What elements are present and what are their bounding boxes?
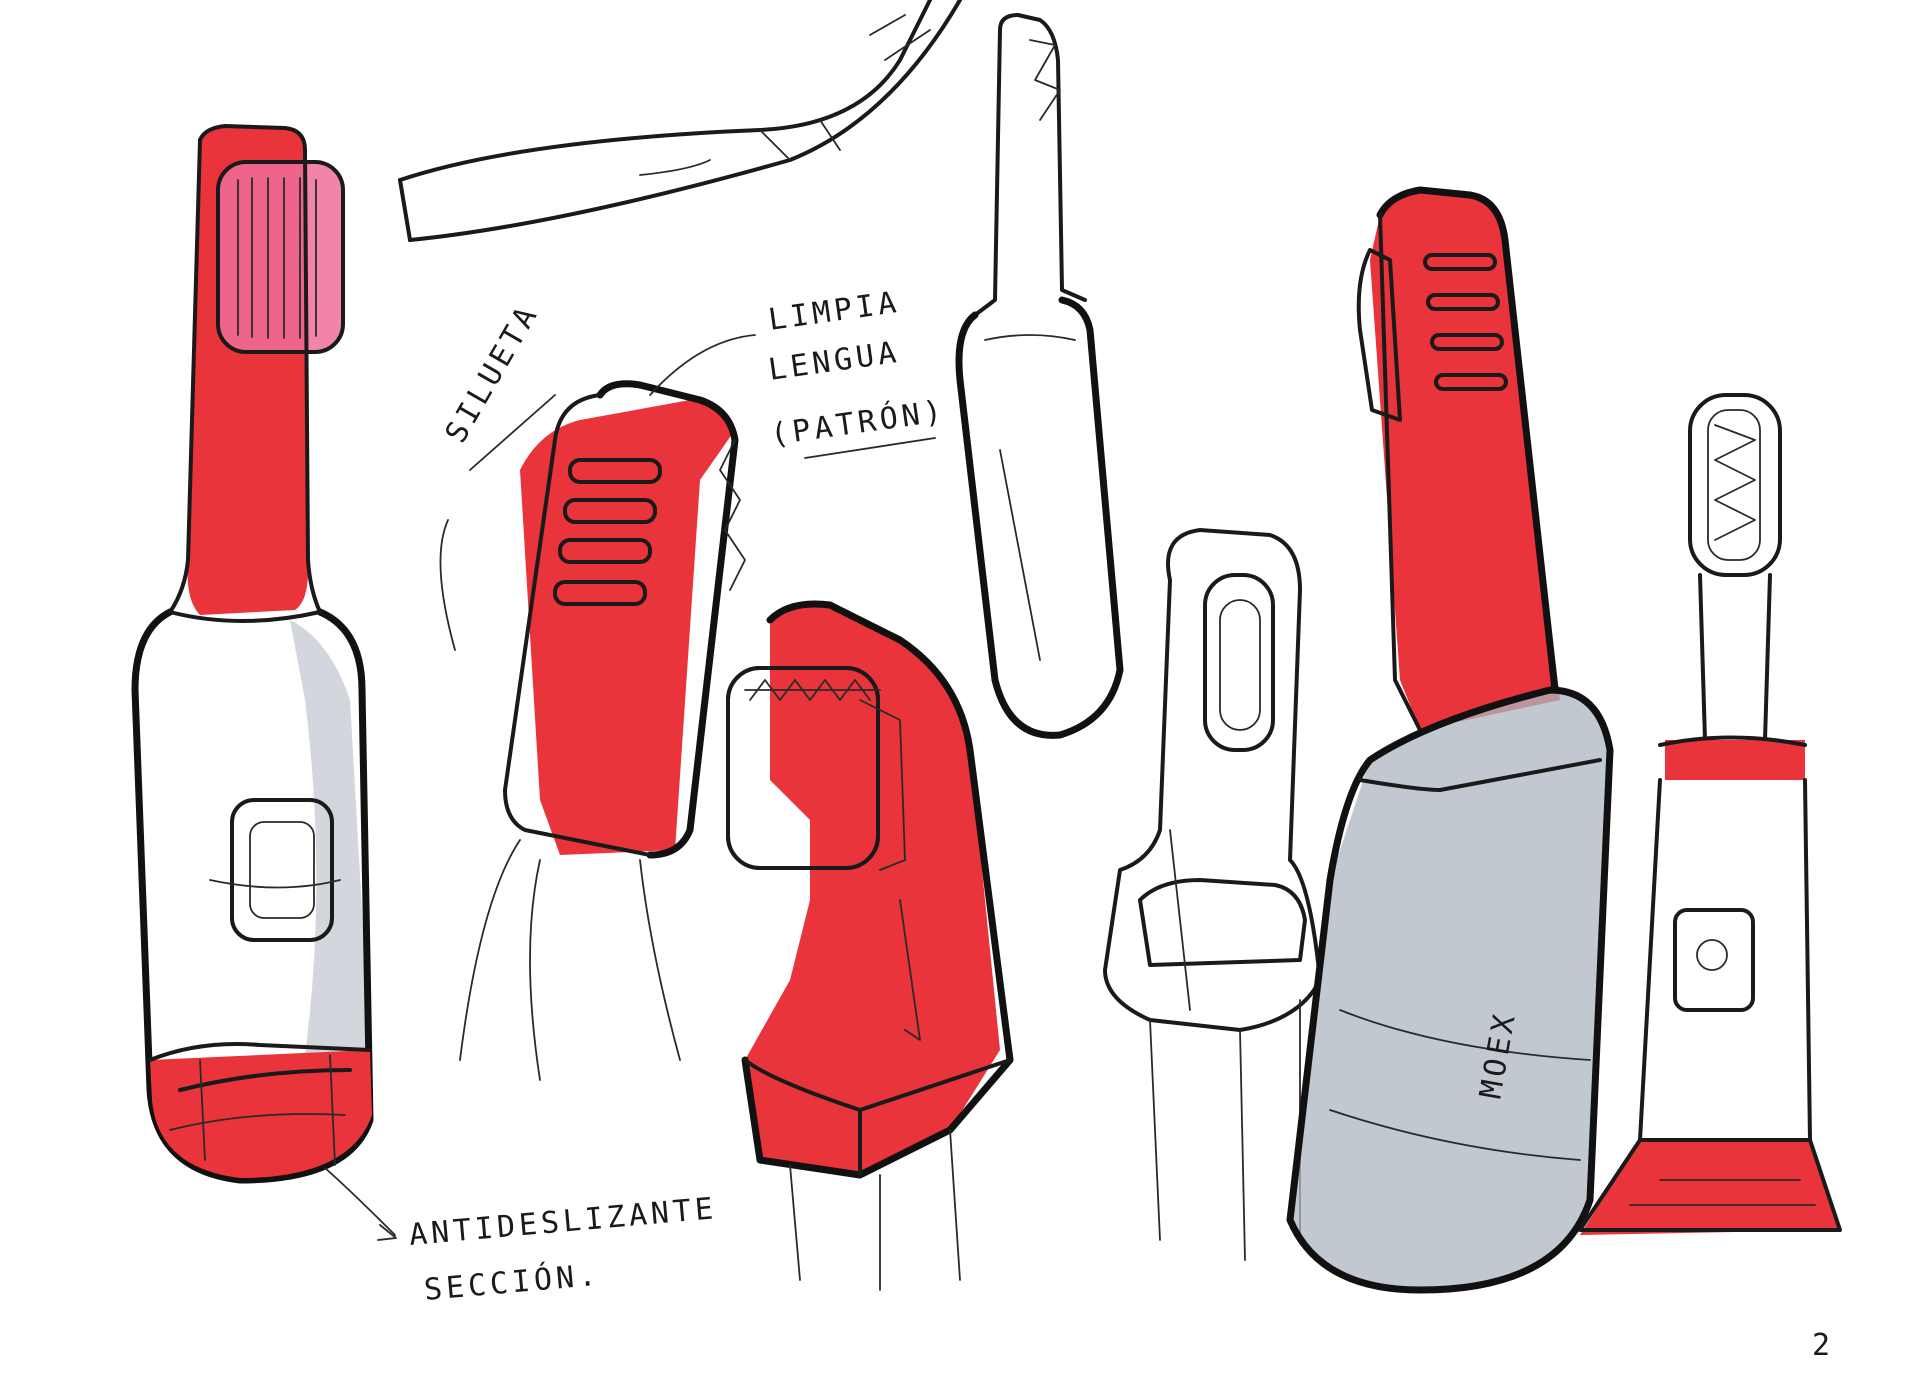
annotation-tongue-line1: LIMPIA [766, 285, 902, 338]
brush-sketch-4 [1103, 528, 1322, 1261]
brush-sketch-curved [398, 0, 962, 242]
brush-1-base-red [150, 1050, 372, 1178]
annotation-tongue-line3: (PATRÓN) [768, 392, 948, 453]
brush-sketch-3 [726, 600, 1014, 1291]
brush-sketch-thin [955, 13, 1124, 739]
brush-6-collar-red [1665, 740, 1805, 780]
brush-1-button [230, 798, 334, 942]
brush-sketch-2 [459, 380, 746, 1081]
brush-2-red [520, 400, 735, 855]
brush-5-body-gray [1290, 690, 1610, 1290]
brush-2-tongue-slots [553, 458, 662, 606]
annotation-tongue-line2: LENGUA [766, 335, 902, 388]
brush-5-tongue-ridges [1423, 253, 1508, 391]
brush-sketch-1 [131, 124, 374, 1184]
brush-6-base-red [1580, 1140, 1840, 1235]
annotation-antislip-line2: SECCIÓN. [422, 1256, 601, 1308]
annotation-antislip: ANTIDESLIZANTE SECCIÓN. [324, 1167, 719, 1308]
annotation-antislip-line1: ANTIDESLIZANTE [408, 1191, 719, 1253]
brush-sketch-6 [1578, 393, 1842, 1235]
annotation-silhouette-text: SILUETA [439, 298, 547, 449]
brush-4-head-window [1203, 573, 1275, 752]
brush-sketch-5: MOEX [1286, 186, 1614, 1294]
brush-3-red [745, 604, 1000, 1175]
brush-1-head-pink [218, 162, 343, 352]
corner-page-mark: 2 [1812, 1328, 1834, 1363]
brush-6-head [1688, 393, 1782, 577]
